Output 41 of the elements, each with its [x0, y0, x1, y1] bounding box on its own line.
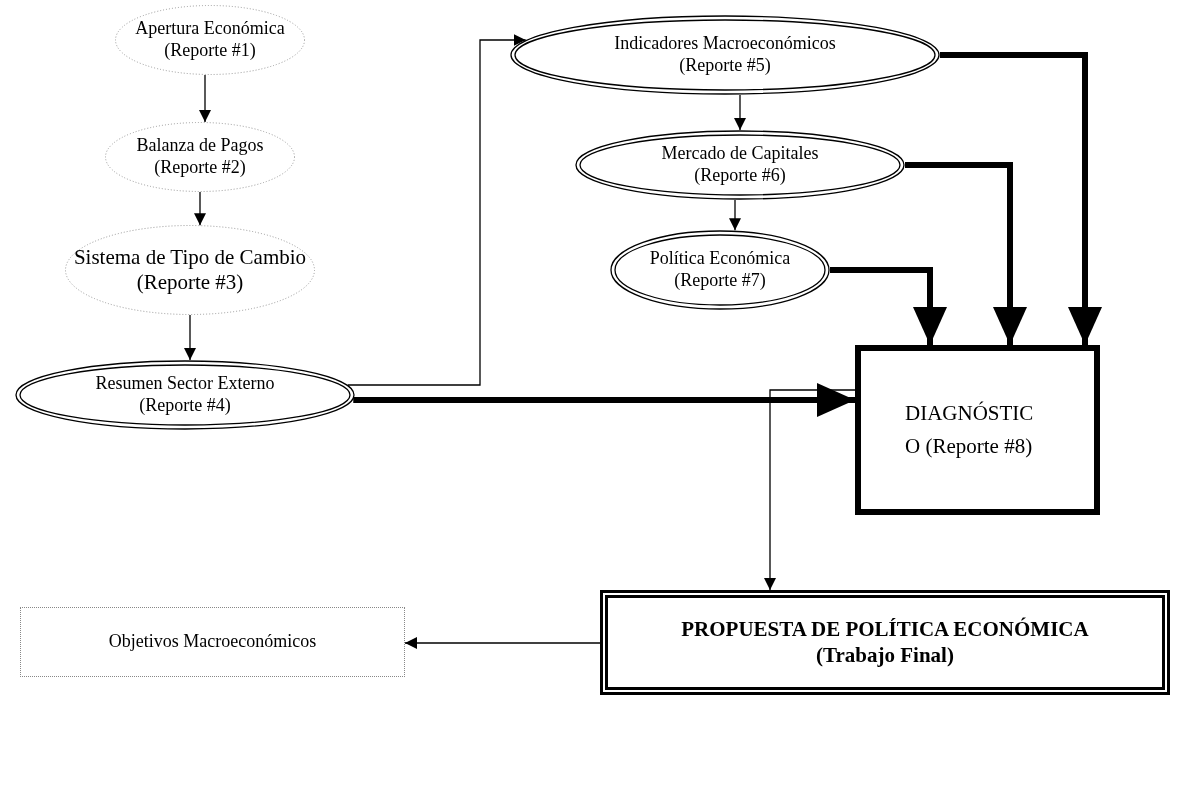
- report-number: (Reporte #5): [679, 55, 771, 77]
- report-number: (Trabajo Final): [816, 642, 954, 668]
- node-title: Mercado de Capitales: [661, 143, 819, 165]
- arrow: [940, 52, 1102, 345]
- report-number: (Reporte #1): [164, 40, 256, 62]
- node-title: Sistema de Tipo de Cambio: [73, 244, 307, 270]
- node-title: Objetivos Macroeconómicos: [108, 631, 317, 653]
- report-ellipse: [65, 225, 315, 315]
- report-number: (Reporte #2): [154, 157, 246, 179]
- report-number: (Reporte #4): [139, 395, 231, 417]
- report-ellipse: [510, 15, 940, 95]
- report-number: (Reporte #6): [694, 165, 786, 187]
- arrow: [184, 314, 196, 361]
- report-number: (Reporte #7): [674, 270, 766, 292]
- arrow: [734, 94, 746, 131]
- arrow: [729, 199, 741, 231]
- node-title: PROPUESTA DE POLÍTICA ECONÓMICA: [681, 617, 1089, 643]
- arrow: [830, 267, 947, 345]
- report-ellipse: [115, 5, 305, 75]
- final-proposal-box: [600, 590, 1170, 695]
- arrow: [764, 389, 856, 591]
- arrow: [905, 162, 1027, 345]
- node-title: Balanza de Pagos: [136, 135, 264, 157]
- report-number: (Reporte #3): [136, 270, 244, 296]
- report-ellipse: [15, 360, 355, 430]
- diagnosis-box: [855, 345, 1100, 515]
- arrow: [194, 191, 206, 226]
- arrow: [199, 74, 211, 123]
- node-title: Apertura Económica: [135, 18, 285, 40]
- node-title: Indicadores Macroeconómicos: [614, 33, 836, 55]
- objectives-box: [20, 607, 405, 677]
- report-ellipse: [105, 122, 295, 192]
- arrow: [404, 637, 601, 649]
- arrow: [353, 383, 855, 417]
- report-ellipse: [575, 130, 905, 200]
- report-number: O (Reporte #8): [905, 434, 1033, 460]
- report-ellipse: [610, 230, 830, 310]
- node-title: Política Económica: [649, 248, 791, 270]
- arrow: [347, 34, 527, 386]
- node-title: Resumen Sector Externo: [95, 373, 275, 395]
- node-title: DIAGNÓSTIC: [905, 400, 1034, 426]
